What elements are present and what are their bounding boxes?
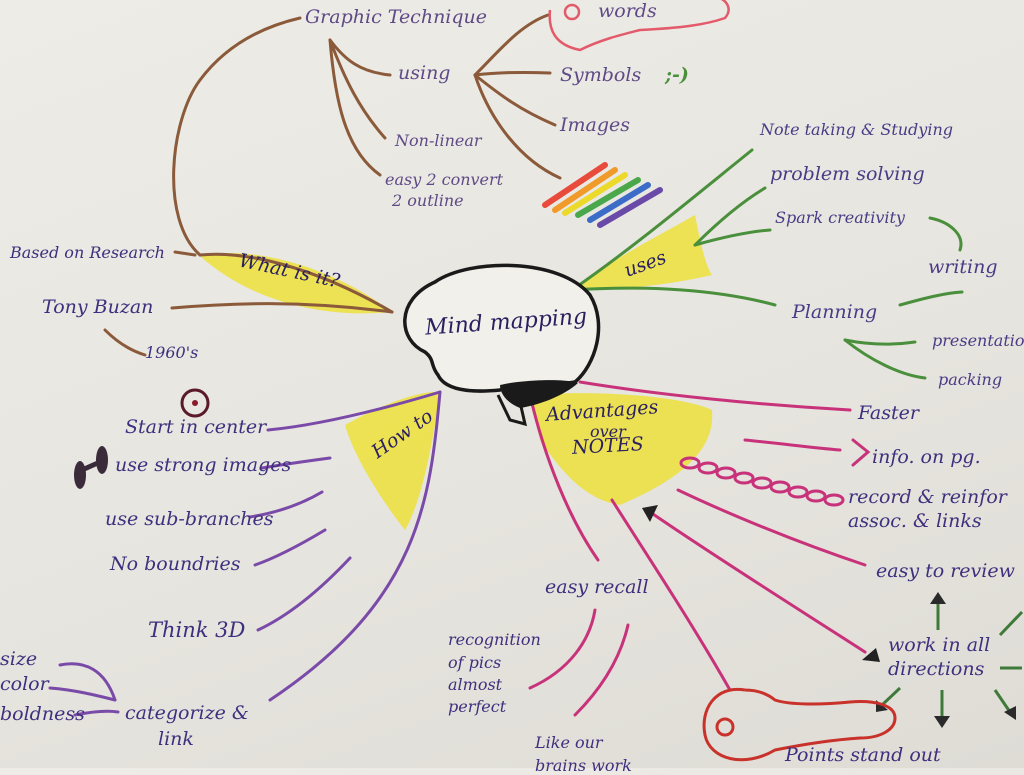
- winky-face-glyph: ;-): [665, 64, 689, 86]
- almost-label: almost: [448, 675, 503, 694]
- strong-images-label: use strong images: [115, 454, 292, 476]
- advantages-over: over: [590, 422, 626, 441]
- direction-arrows: [880, 600, 1024, 718]
- think-3d-label: Think 3D: [148, 618, 246, 642]
- to-outline-label: 2 outline: [392, 191, 464, 210]
- easy-recall-label: easy recall: [545, 576, 649, 598]
- link-label: link: [158, 728, 194, 750]
- year-label: 1960's: [145, 343, 199, 362]
- perfect-label: perfect: [448, 697, 507, 716]
- chain-icon: [679, 456, 845, 507]
- key-drawing-points: [702, 687, 897, 762]
- arrow-head-up-left: [642, 505, 658, 522]
- recognition-label: recognition: [448, 630, 541, 649]
- start-in-center-label: Start in center: [125, 416, 267, 438]
- tony-buzan-label: Tony Buzan: [42, 296, 154, 318]
- boldness-label: boldness: [0, 703, 85, 725]
- planning-label: Planning: [792, 301, 878, 323]
- writing-label: writing: [928, 256, 998, 278]
- problem-solving-label: problem solving: [770, 163, 925, 185]
- howto-branch-lines: [48, 390, 442, 717]
- info-on-page-label: info. on pg.: [872, 446, 981, 468]
- like-our-label: Like our: [535, 733, 603, 752]
- work-in-all-label: work in all: [888, 634, 991, 656]
- easy-convert-label: easy 2 convert: [385, 170, 504, 189]
- what-is-it-highlight: [200, 253, 392, 314]
- size-label: size: [0, 648, 38, 670]
- easy-to-review-label: easy to review: [876, 560, 1015, 582]
- based-on-research-label: Based on Research: [10, 243, 165, 262]
- dumbbell-icon: [74, 446, 108, 489]
- uses-branch-lines: [570, 148, 964, 380]
- brain-drawing: [403, 263, 601, 427]
- no-boundries-label: No boundries: [110, 553, 241, 575]
- faster-label: Faster: [858, 402, 919, 424]
- how-to-highlight: [345, 391, 440, 530]
- graphic-technique-label: Graphic Technique: [305, 6, 488, 28]
- uses-highlight: [572, 215, 712, 290]
- rainbow-drawing: [542, 162, 663, 228]
- advantages-branch-lines: [528, 380, 871, 717]
- categorize-label: categorize &: [125, 702, 249, 724]
- of-pics-label: of pics: [448, 653, 502, 672]
- note-taking-label: Note taking & Studying: [760, 120, 953, 139]
- record-reinforce-label: record & reinfor: [848, 486, 1007, 508]
- advantages-highlight: [530, 393, 713, 505]
- color-label: color: [0, 673, 49, 695]
- non-linear-label: Non-linear: [395, 131, 482, 150]
- arrow-head-work: [862, 648, 880, 662]
- sub-branches-label: use sub-branches: [105, 508, 274, 530]
- directions-label: directions: [888, 658, 985, 680]
- advantages-notes: NOTES: [571, 433, 645, 459]
- presentation-label: presentatio: [932, 331, 1024, 350]
- words-label: words: [598, 0, 657, 22]
- what-branch-lines: [103, 13, 562, 357]
- images-label: Images: [560, 114, 631, 136]
- spark-creativity-label: Spark creativity: [775, 208, 905, 227]
- symbols-label: Symbols: [560, 64, 642, 86]
- assoc-links-label: assoc. & links: [848, 510, 982, 532]
- using-label: using: [398, 62, 451, 84]
- target-icon: [180, 388, 210, 418]
- brains-work-label: brains work: [535, 756, 632, 775]
- packing-label: packing: [938, 370, 1003, 389]
- key-drawing-words: [548, 0, 730, 52]
- points-stand-out-label: Points stand out: [785, 744, 941, 766]
